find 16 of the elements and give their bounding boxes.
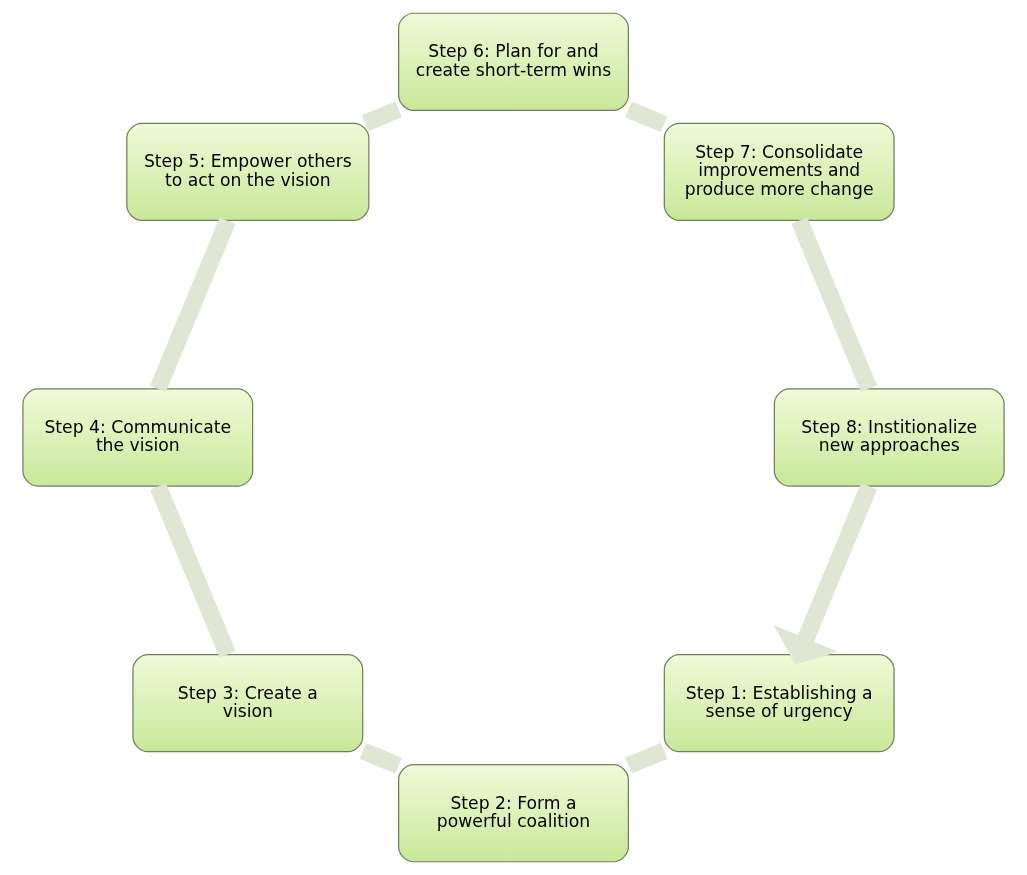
node-box: Step 5: Empower others to act on the vision <box>126 122 370 221</box>
connector <box>361 101 402 132</box>
node-box: Step 6: Plan for and create short-term wins <box>398 12 629 111</box>
connector <box>791 217 877 392</box>
node-box: Step 4: Communicate the vision <box>22 388 254 487</box>
node-box: Step 3: Create a vision <box>132 654 364 753</box>
connector <box>625 101 668 133</box>
node-box: Step 8: Institionalize new approaches <box>773 388 1005 487</box>
node-box: Step 2: Form a powerful coalition <box>398 764 629 863</box>
node-box: Step 1: Establishing a sense of urgency <box>663 654 895 753</box>
connector <box>150 483 236 658</box>
node-box: Step 7: Consolidate improvements and produce more change <box>663 122 895 221</box>
arrow <box>773 482 877 665</box>
connector <box>150 217 236 393</box>
connector <box>359 742 402 774</box>
connector <box>625 742 668 774</box>
